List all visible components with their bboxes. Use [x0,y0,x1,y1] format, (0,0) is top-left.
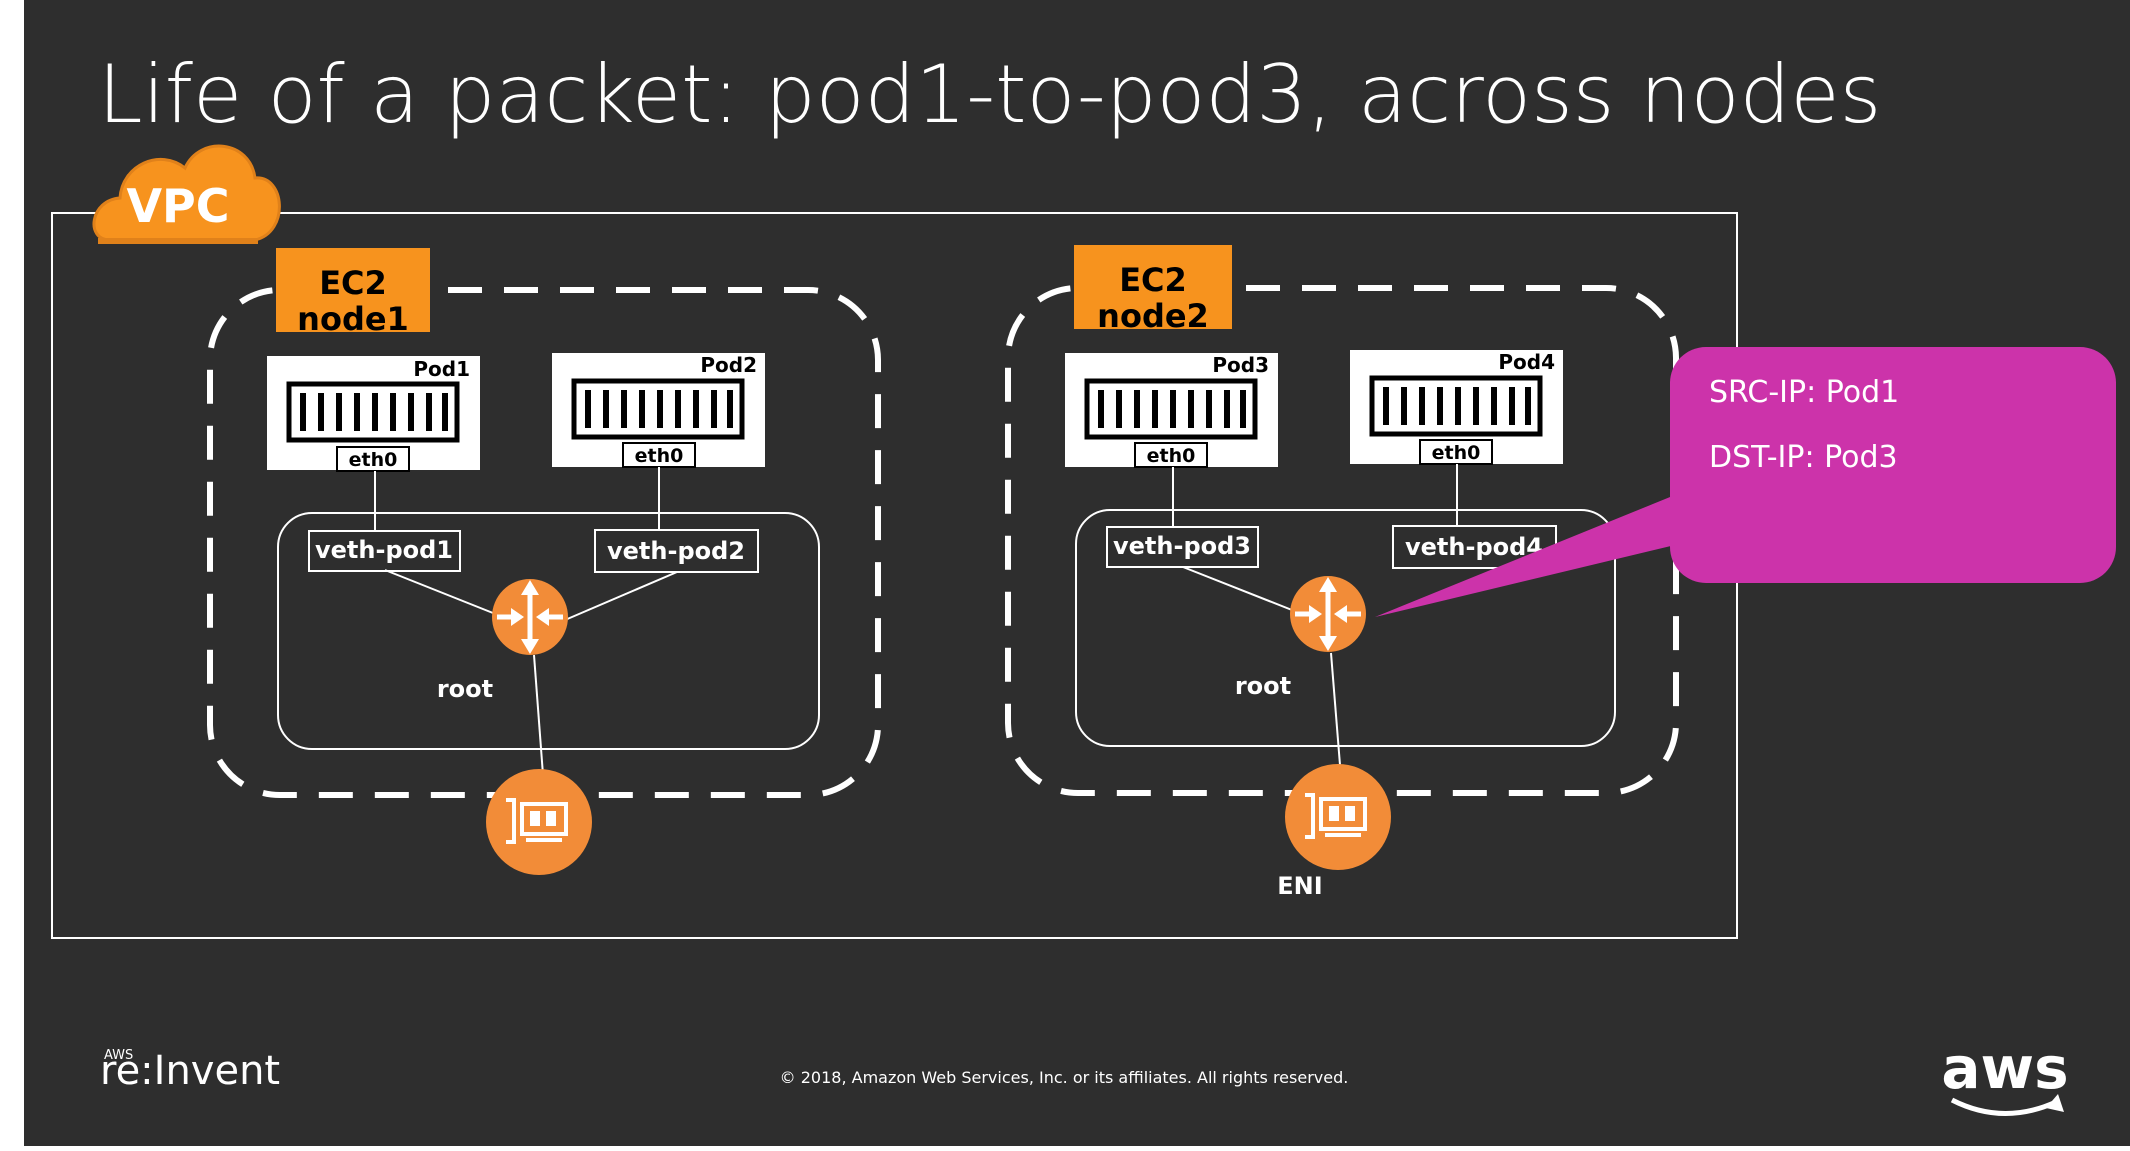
slide-title: Life of a packet: pod1-to-pod3, across n… [98,48,1881,141]
node1-root-namespace [277,512,820,750]
pod1-eth0 [336,446,410,472]
router-icon [1290,576,1366,652]
node1-ec2-label: EC2 [319,264,387,302]
vpc-label: VPC [126,179,229,233]
network-interface-icon [1285,764,1391,870]
pod2-eth0-label: eth0 [635,445,684,467]
veth-pod4-label: veth-pod4 [1405,533,1543,561]
node1-link-veth2-router [564,571,678,621]
node1-link-router-eni [533,654,544,776]
container-icon [286,381,460,443]
container-icon [571,378,745,440]
pod3-eth0 [1134,442,1208,468]
pod2-eth0 [622,442,696,468]
pod4-eth0-label: eth0 [1432,442,1481,464]
pod4: Pod4 eth0 [1350,350,1563,465]
node2-root-label: root [1235,672,1291,700]
veth-pod2-label: veth-pod2 [607,537,745,565]
node1-ec2-badge [276,248,430,332]
pod1: Pod1 eth0 [267,356,480,472]
brand-reinvent-logo: re:Invent [100,1048,280,1094]
network-interface-icon [486,769,592,875]
node2-ec2-badge [1074,245,1232,329]
callout-src-ip: SRC-IP: Pod1 [1709,375,1899,410]
cloud-icon [92,144,281,244]
brand-small-label: AWS [104,1048,133,1063]
eni-label: ENI [1277,872,1322,900]
pod3: Pod3 eth0 [1065,353,1278,468]
container-icon [1084,378,1258,440]
veth-pod1-label: veth-pod1 [315,536,453,564]
callout-dst-ip: DST-IP: Pod3 [1709,440,1898,475]
pod2-label: Pod2 [700,353,757,377]
node2-link-veth3-router [1182,566,1303,615]
aws-logo: aws [1941,1034,2068,1102]
ec2-node1: EC2 node1 root Pod1 eth0 Pod2 [207,248,881,875]
ec2-node2: EC2 node2 root Pod3 eth0 Pod4 [1005,245,1679,900]
pod4-eth0 [1419,439,1493,465]
aws-smile-arrow [2046,1094,2064,1112]
node1-link-veth1-router [384,569,504,618]
pod3-eth0-label: eth0 [1147,445,1196,467]
node2-root-namespace [1075,509,1616,747]
node2-ec2-label: EC2 [1119,261,1187,299]
veth-pod2-box [594,529,759,573]
pod1-eth0-label: eth0 [349,449,398,471]
packet-callout: SRC-IP: Pod1 DST-IP: Pod3 [1375,347,2116,617]
node1-root-label: root [437,675,493,703]
footer-copyright: © 2018, Amazon Web Services, Inc. or its… [780,1068,1349,1087]
node2-link-router-eni [1330,652,1341,766]
veth-pod3-label: veth-pod3 [1113,532,1251,560]
veth-pod1-box [308,530,461,572]
node2-name-label: node2 [1097,297,1209,335]
container-icon [1369,375,1543,437]
pod4-label: Pod4 [1498,350,1555,374]
pod2: Pod2 eth0 [552,353,765,468]
pod3-label: Pod3 [1212,353,1269,377]
node1-name-label: node1 [297,300,409,338]
router-icon [492,579,568,655]
aws-smile-icon [1950,1097,2058,1116]
veth-pod3-box [1106,526,1259,568]
pod1-label: Pod1 [413,357,470,381]
